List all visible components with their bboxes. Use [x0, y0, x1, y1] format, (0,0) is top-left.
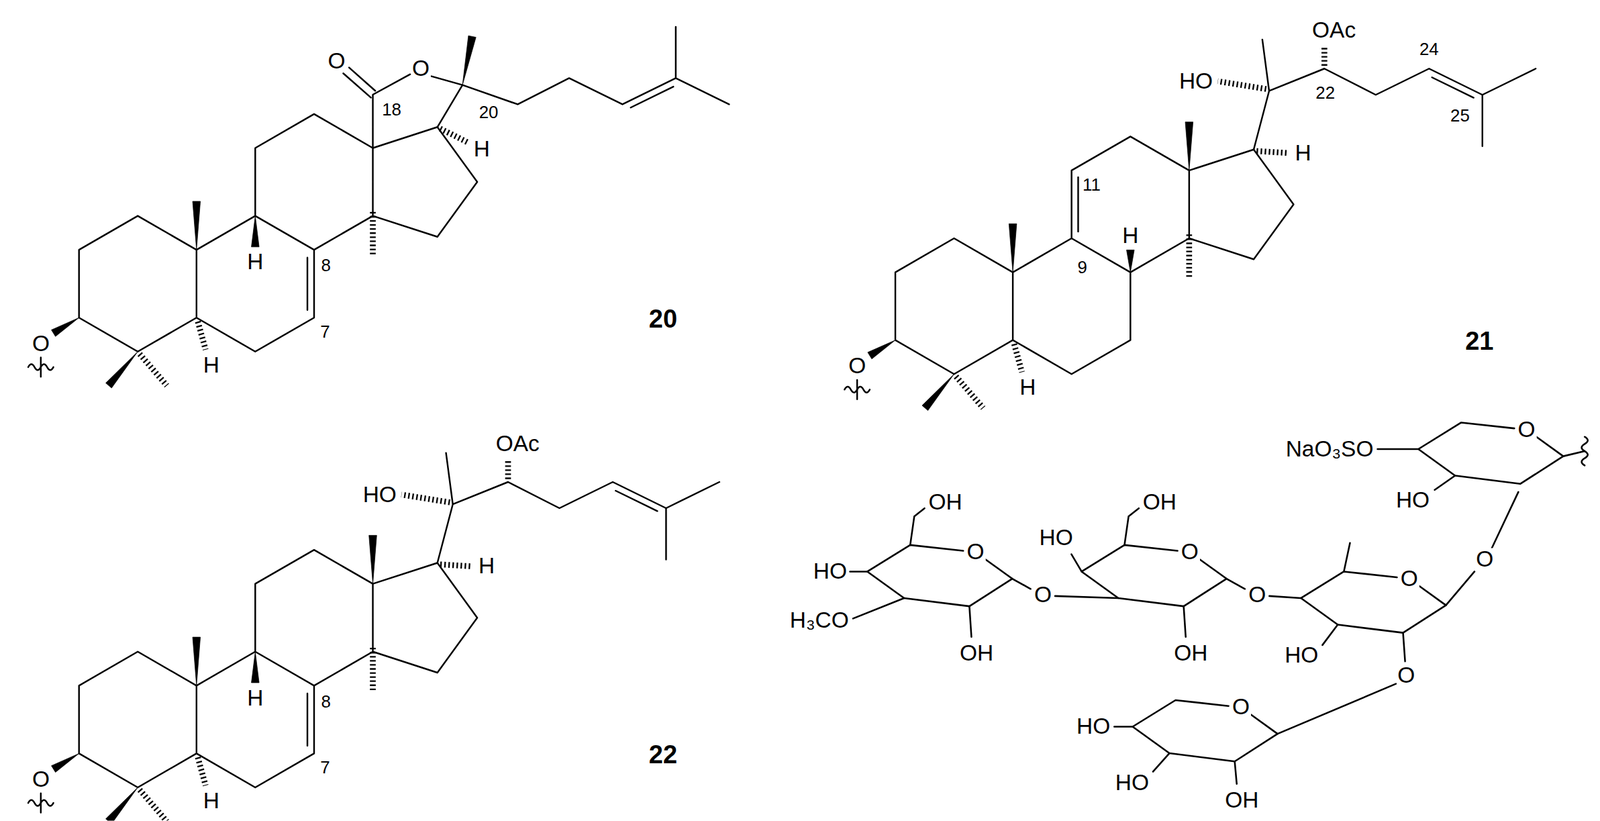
atom-label: OH	[958, 641, 994, 664]
atom-label: H	[202, 353, 221, 376]
atom-label: O	[411, 57, 431, 80]
atom-label: OAc	[494, 432, 541, 456]
atom-label: H₃CO	[788, 609, 850, 632]
atom-label: HO	[1394, 488, 1431, 511]
atom-label: O	[1247, 583, 1268, 607]
atom-label: O	[1179, 540, 1200, 564]
atom-label: O	[1032, 583, 1053, 607]
atom-label: HO	[1177, 69, 1214, 92]
atom-label: O	[1399, 567, 1419, 590]
atom-label: HO	[1038, 526, 1074, 549]
locant-number: 25	[1449, 107, 1472, 125]
atom-label: H	[1018, 376, 1037, 399]
locant-number: 18	[381, 100, 403, 119]
atom-label: O	[30, 768, 51, 791]
atom-label: OH	[1224, 788, 1260, 811]
atom-label: O	[1516, 418, 1537, 441]
atom-label: HO	[1114, 771, 1150, 794]
locant-number: 11	[1081, 176, 1102, 194]
atom-label: OH	[1141, 490, 1178, 513]
atom-label: HO	[361, 483, 398, 506]
atom-label: H	[1293, 141, 1313, 164]
compound-number: 21	[1464, 328, 1495, 354]
atom-label: H	[472, 137, 491, 160]
atom-label: O	[1475, 547, 1495, 570]
locant-number: 20	[477, 104, 500, 123]
atom-label: H	[1121, 224, 1140, 247]
atom-label: OH	[1173, 641, 1209, 664]
atom-label: H	[246, 251, 265, 274]
atom-label: O	[30, 332, 51, 355]
atom-label: OAc	[1311, 19, 1358, 42]
steroid-21	[844, 39, 1536, 411]
locant-number: 9	[1076, 258, 1088, 276]
atom-label: HO	[812, 560, 848, 583]
locant-number: 8	[320, 693, 332, 711]
locant-number: 22	[1314, 83, 1337, 102]
atom-label: O	[965, 540, 986, 564]
atom-label: H	[246, 686, 265, 709]
steroid-22	[28, 453, 720, 821]
atom-label: O	[1396, 664, 1417, 687]
atom-label: O	[1230, 695, 1251, 719]
atom-label: O	[326, 49, 347, 72]
atom-label: OH	[927, 490, 964, 513]
sugar-chain	[849, 422, 1588, 784]
locant-number: 24	[1418, 40, 1440, 58]
atom-label: HO	[1283, 643, 1320, 666]
compound-number: 20	[647, 306, 678, 332]
locant-number: 7	[319, 759, 331, 777]
locant-number: 7	[319, 323, 331, 341]
locant-number: 8	[320, 257, 332, 276]
atom-label: H	[202, 789, 221, 812]
atom-label: H	[477, 555, 496, 578]
steroid-20	[28, 26, 729, 388]
atom-label: HO	[1075, 715, 1112, 738]
atom-label: O	[847, 355, 868, 378]
compound-number: 22	[647, 741, 678, 768]
atom-label: NaO₃SO	[1284, 437, 1375, 460]
